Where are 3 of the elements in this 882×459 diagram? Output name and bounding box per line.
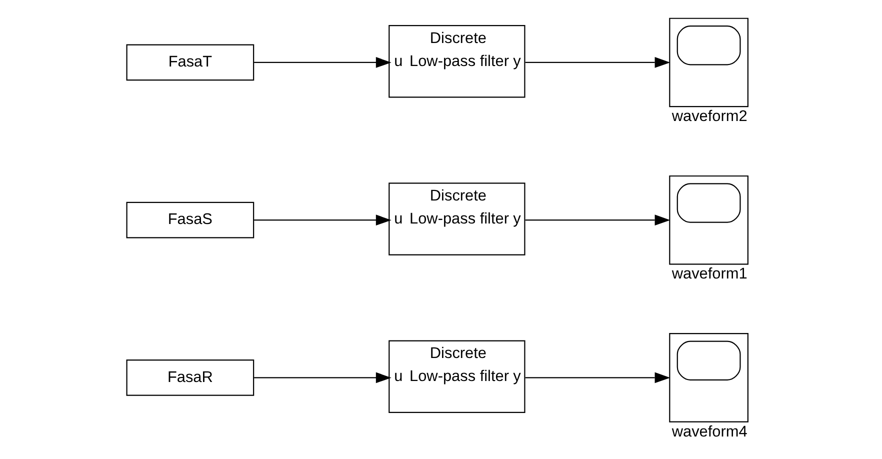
- node-label: waveform1: [671, 265, 747, 282]
- node-label: waveform4: [671, 422, 747, 440]
- node-label: waveform2: [671, 108, 747, 125]
